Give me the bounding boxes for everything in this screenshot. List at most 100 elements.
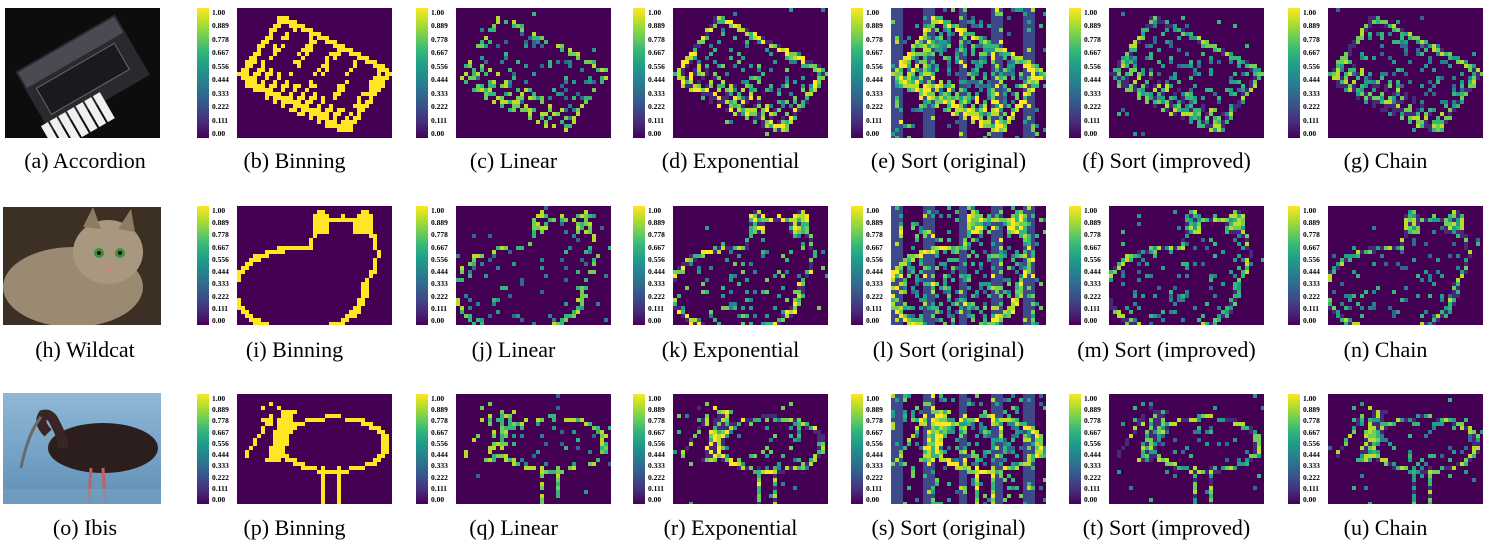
colorbar-tick: 0.778 xyxy=(648,34,665,44)
colorbar-tick: 0.778 xyxy=(648,416,665,426)
colorbar-tick: 0.889 xyxy=(648,218,665,228)
colorbar-tick: 0.333 xyxy=(431,279,448,289)
colorbar-tick: 1.00 xyxy=(1303,8,1317,17)
heatmap-chain-ibis xyxy=(1328,394,1483,504)
colorbar-tick: 0.111 xyxy=(431,115,448,125)
heatmap-binning-accordion xyxy=(237,8,392,138)
colorbar-tick: 0.444 xyxy=(431,267,448,277)
colorbar-tick: 0.111 xyxy=(648,483,665,493)
colorbar-tick: 0.444 xyxy=(648,450,665,460)
colorbar-tick: 0.00 xyxy=(648,316,662,325)
colorbar-tick: 0.667 xyxy=(1303,48,1320,58)
heatmap-chain-wildcat xyxy=(1328,206,1483,325)
colorbar-tick: 0.778 xyxy=(1303,416,1320,426)
colorbar-tick: 0.556 xyxy=(1084,254,1101,264)
colorbar-tick: 0.667 xyxy=(1084,427,1101,437)
colorbar-tick: 1.00 xyxy=(212,394,226,403)
colorbar-tick: 0.889 xyxy=(1084,21,1101,31)
colorbar-tick: 0.111 xyxy=(866,303,883,313)
colorbar-tick: 1.00 xyxy=(1084,394,1098,403)
colorbar-tick: 0.667 xyxy=(866,48,883,58)
caption-binning-accordion: (b) Binning xyxy=(243,148,346,173)
heatmap-chain-accordion xyxy=(1328,8,1483,138)
colorbar-tick: 1.00 xyxy=(431,8,445,17)
colorbar-tick: 0.333 xyxy=(1084,279,1101,289)
colorbar-tick: 0.111 xyxy=(866,115,883,125)
colorbar-tick: 0.222 xyxy=(1303,102,1320,112)
heatmap-sort-improved-wildcat xyxy=(1109,206,1264,325)
colorbar-tick: 0.333 xyxy=(431,461,448,471)
colorbar-binning-accordion xyxy=(197,8,209,138)
colorbar-tick: 0.667 xyxy=(1084,242,1101,252)
colorbar-tick: 0.444 xyxy=(212,267,229,277)
colorbar-tick: 0.778 xyxy=(1084,34,1101,44)
colorbar-tick: 0.556 xyxy=(1303,254,1320,264)
colorbar-chain-accordion xyxy=(1288,8,1300,138)
colorbar-tick: 0.556 xyxy=(648,438,665,448)
colorbar-tick: 0.556 xyxy=(648,254,665,264)
colorbar-tick: 0.667 xyxy=(1303,242,1320,252)
colorbar-tick: 1.00 xyxy=(1303,394,1317,403)
caption-sort-improved-wildcat: (m) Sort (improved) xyxy=(1077,337,1256,362)
colorbar-tick: 0.222 xyxy=(212,102,229,112)
caption-chain-wildcat: (n) Chain xyxy=(1343,337,1428,362)
colorbar-tick: 0.778 xyxy=(212,34,229,44)
colorbar-tick: 0.778 xyxy=(431,230,448,240)
colorbar-tick: 0.444 xyxy=(1303,267,1320,277)
wildcat-photo xyxy=(3,207,161,325)
colorbar-tick: 0.667 xyxy=(648,242,665,252)
colorbar-tick: 0.889 xyxy=(1084,218,1101,228)
colorbar-tick: 0.667 xyxy=(1084,48,1101,58)
colorbar-tick: 0.889 xyxy=(648,405,665,415)
colorbar-tick: 1.00 xyxy=(1084,206,1098,215)
colorbar-tick: 0.778 xyxy=(431,34,448,44)
colorbar-tick: 0.111 xyxy=(212,115,229,125)
colorbar-tick: 0.00 xyxy=(866,316,880,325)
colorbar-tick: 0.333 xyxy=(212,279,229,289)
colorbar-binning-ibis xyxy=(197,394,209,504)
colorbar-tick: 0.111 xyxy=(1084,115,1101,125)
heatmap-linear-ibis xyxy=(456,394,611,504)
colorbar-tick: 0.667 xyxy=(648,48,665,58)
colorbar-tick: 1.00 xyxy=(648,206,662,215)
colorbar-tick: 0.222 xyxy=(1303,291,1320,301)
heatmap-sort-original-accordion xyxy=(891,8,1046,138)
colorbar-tick: 0.667 xyxy=(431,427,448,437)
colorbar-tick: 0.00 xyxy=(212,495,226,504)
colorbar-tick: 0.00 xyxy=(431,495,445,504)
colorbar-tick: 0.889 xyxy=(866,21,883,31)
colorbar-tick: 0.778 xyxy=(1303,230,1320,240)
caption-linear-wildcat: (j) Linear xyxy=(471,337,556,362)
colorbar-tick: 0.333 xyxy=(1084,461,1101,471)
colorbar-tick: 0.778 xyxy=(212,416,229,426)
colorbar-tick: 0.00 xyxy=(212,129,226,138)
colorbar-tick: 0.556 xyxy=(431,438,448,448)
colorbar-tick: 0.333 xyxy=(648,279,665,289)
caption-exponential-ibis: (r) Exponential xyxy=(663,515,798,540)
colorbar-tick: 0.444 xyxy=(866,75,883,85)
colorbar-tick: 0.222 xyxy=(1084,291,1101,301)
heatmap-linear-wildcat xyxy=(456,206,611,325)
colorbar-tick: 0.00 xyxy=(212,316,226,325)
colorbar-tick: 0.111 xyxy=(1303,483,1320,493)
colorbar-tick: 0.333 xyxy=(1084,88,1101,98)
colorbar-tick: 1.00 xyxy=(212,206,226,215)
colorbar-tick: 0.556 xyxy=(431,61,448,71)
colorbar-tick: 0.889 xyxy=(431,218,448,228)
colorbar-tick: 0.222 xyxy=(212,472,229,482)
colorbar-tick: 0.889 xyxy=(212,405,229,415)
colorbar-tick: 0.889 xyxy=(431,405,448,415)
colorbar-tick: 0.00 xyxy=(1084,316,1098,325)
caption-exponential-wildcat: (k) Exponential xyxy=(661,337,800,362)
colorbar-tick: 0.00 xyxy=(648,129,662,138)
colorbar-tick: 1.00 xyxy=(1084,8,1098,17)
colorbar-tick: 0.444 xyxy=(648,267,665,277)
colorbar-tick: 1.00 xyxy=(648,8,662,17)
colorbar-tick: 1.00 xyxy=(431,206,445,215)
colorbar-tick: 0.556 xyxy=(1084,61,1101,71)
heatmap-sort-improved-accordion xyxy=(1109,8,1264,138)
colorbar-tick: 0.111 xyxy=(1084,303,1101,313)
colorbar-tick: 0.444 xyxy=(866,267,883,277)
colorbar-tick: 0.778 xyxy=(866,230,883,240)
colorbar-tick: 0.444 xyxy=(1084,450,1101,460)
